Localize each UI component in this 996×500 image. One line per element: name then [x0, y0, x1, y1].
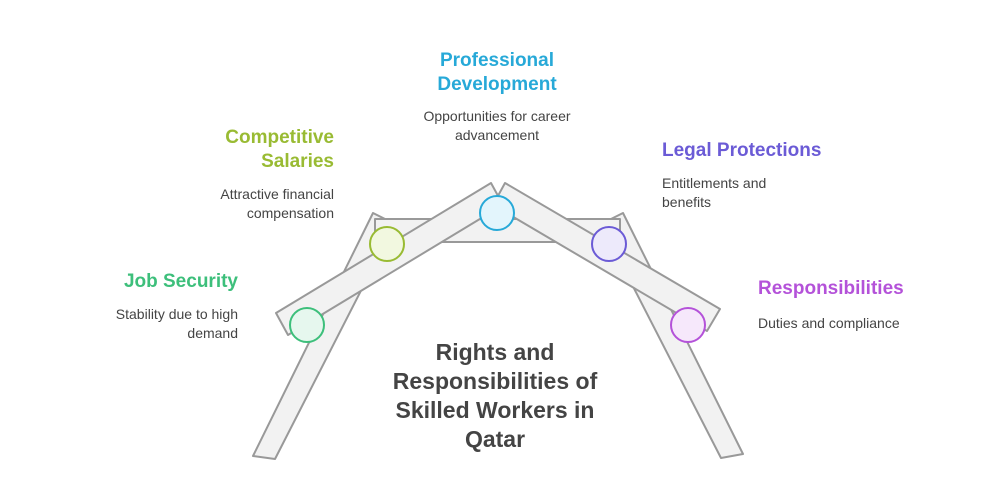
node-responsibilities	[670, 307, 706, 343]
legal-protections-description: Entitlements and benefits	[662, 175, 767, 210]
node-job-security	[289, 307, 325, 343]
node-legal-protections	[591, 226, 627, 262]
node-professional-development	[479, 195, 515, 231]
professional-development-description: Opportunities for career advancement	[423, 108, 571, 143]
professional-development-label: Professional Development	[437, 50, 557, 95]
responsibilities-label: Responsibilities	[758, 278, 904, 299]
job-security-description: Stability due to high demand	[115, 306, 238, 341]
legal-protections-label: Legal Protections	[662, 140, 822, 161]
competitive-salaries-description: Attractive financial compensation	[220, 186, 334, 221]
node-competitive-salaries	[369, 226, 405, 262]
competitive-salaries-label: Competitive Salaries	[225, 127, 334, 172]
responsibilities-description: Duties and compliance	[758, 315, 900, 331]
diagram-title: Rights and Responsibilities of Skilled W…	[392, 339, 598, 452]
job-security-label: Job Security	[123, 271, 238, 292]
